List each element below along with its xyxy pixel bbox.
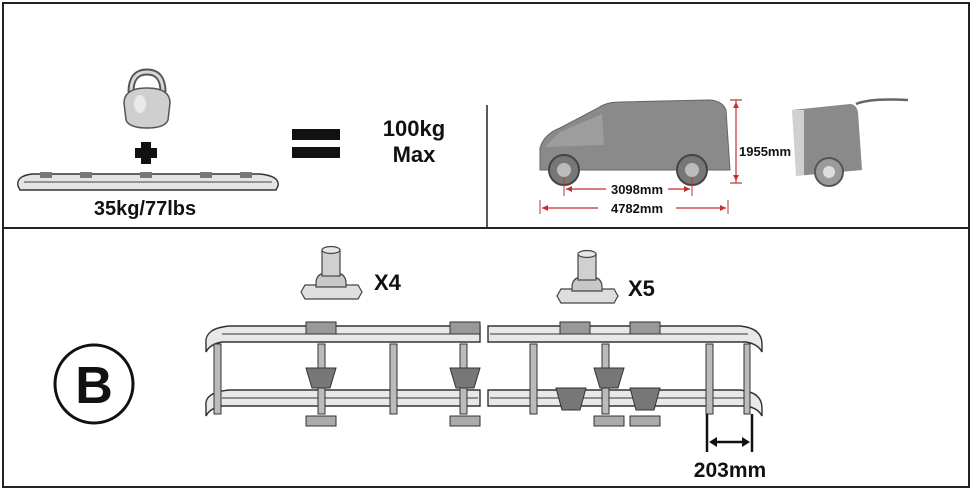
vehicle-height-label: 1955mm [739,144,791,159]
equals-sign-icon [292,129,340,158]
van-side-silhouette [539,99,731,186]
plus-icon [135,142,157,164]
max-load-word: Max [393,142,437,167]
mounting-foot-icon-right [556,249,619,304]
rack-section-right [487,321,763,427]
wheelbase-label: 3098mm [611,182,663,197]
length-label: 4782mm [611,201,663,216]
kettlebell-icon [123,68,171,129]
mounting-foot-icon-left [300,245,363,300]
rack-section-left [205,321,481,427]
length-dimension-line [539,200,729,214]
wheelbase-dimension-line [563,178,693,196]
left-foot-quantity: X4 [374,270,402,295]
rack-weight-label: 35kg/77lbs [94,198,196,220]
right-foot-quantity: X5 [628,276,655,301]
part-b-badge: B [53,343,135,425]
overhang-dimension-line [705,414,754,452]
max-load-value: 100kg [383,116,445,141]
height-dimension-line [730,99,742,184]
van-rear-view [792,98,909,187]
badge-letter: B [75,357,113,415]
overhang-label: 203mm [694,459,766,482]
roof-rack-side-icon [17,172,279,191]
